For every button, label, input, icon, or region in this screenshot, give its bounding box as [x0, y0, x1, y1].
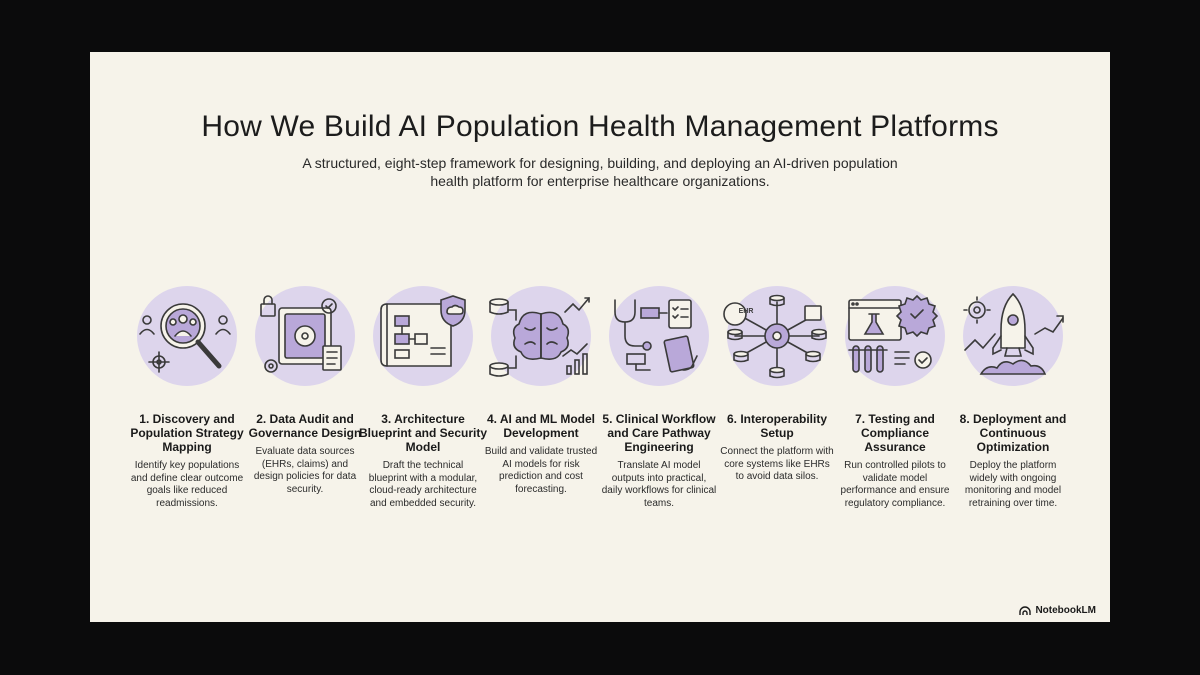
- lab-badge-icon: [848, 294, 939, 373]
- stethoscope-workflow-icon: [614, 299, 698, 373]
- step-6-title: 6. Interoperability Setup: [726, 412, 828, 440]
- step-7-icon-wrap: [836, 284, 954, 388]
- notebooklm-logo-icon: [1019, 605, 1032, 615]
- step-2: 2. Data Audit and Governance Design Eval…: [246, 284, 364, 496]
- step-6-icon-wrap: EHR: [718, 284, 836, 388]
- rocket-launch-icon: [963, 292, 1064, 375]
- step-8-desc: Deploy the platform widely with ongoing …: [964, 460, 1062, 509]
- step-8-icon-wrap: [954, 284, 1072, 388]
- step-6: EHR 6. Interoperability Setup Connect th…: [718, 284, 836, 484]
- step-3-desc: Draft the technical blueprint with a mod…: [368, 460, 478, 509]
- step-7-desc: Run controlled pilots to validate model …: [840, 460, 950, 509]
- step-2-desc: Evaluate data sources (EHRs, claims) and…: [253, 446, 357, 495]
- step-4: 4. AI and ML Model Development Build and…: [482, 284, 600, 496]
- page-subtitle: A structured, eight-step framework for d…: [302, 155, 898, 189]
- step-6-desc: Connect the platform with core systems l…: [720, 446, 834, 482]
- page-title: How We Build AI Population Health Manage…: [201, 110, 999, 143]
- steps-row: 1. Discovery and Population Strategy Map…: [128, 284, 1072, 544]
- blueprint-shield-icon: [380, 295, 466, 367]
- step-8-title: 8. Deployment and Continuous Optimizatio…: [959, 412, 1067, 454]
- step-4-icon-wrap: [482, 284, 600, 388]
- step-5: 5. Clinical Workflow and Care Pathway En…: [600, 284, 718, 510]
- step-8: 8. Deployment and Continuous Optimizatio…: [954, 284, 1072, 510]
- step-5-title: 5. Clinical Workflow and Care Pathway En…: [602, 412, 716, 454]
- step-1-title: 1. Discovery and Population Strategy Map…: [130, 412, 244, 454]
- step-1: 1. Discovery and Population Strategy Map…: [128, 284, 246, 510]
- step-5-icon-wrap: [600, 284, 718, 388]
- step-3-title: 3. Architecture Blueprint and Security M…: [358, 412, 488, 454]
- vault-lock-icon: [260, 295, 342, 373]
- step-2-icon-wrap: [246, 284, 364, 388]
- step-1-icon-wrap: [128, 284, 246, 388]
- step-5-desc: Translate AI model outputs into practica…: [601, 460, 717, 509]
- slide: How We Build AI Population Health Manage…: [90, 52, 1110, 622]
- ehr-label: EHR: [738, 308, 754, 315]
- step-4-title: 4. AI and ML Model Development: [486, 412, 595, 440]
- step-2-title: 2. Data Audit and Governance Design: [248, 412, 362, 440]
- notebooklm-brand: NotebookLM: [1019, 605, 1096, 616]
- step-4-desc: Build and validate trusted AI models for…: [484, 446, 598, 495]
- brain-database-icon: [489, 297, 590, 377]
- hub-network-icon: [723, 294, 827, 379]
- step-7-title: 7. Testing and Compliance Assurance: [855, 412, 935, 454]
- step-3: 3. Architecture Blueprint and Security M…: [359, 284, 487, 510]
- brand-label: NotebookLM: [1035, 605, 1096, 616]
- step-7: 7. Testing and Compliance Assurance Run …: [836, 284, 954, 510]
- magnifier-people-icon: [139, 303, 231, 373]
- step-3-icon-wrap: [364, 284, 482, 388]
- step-1-desc: Identify key populations and define clea…: [130, 460, 244, 509]
